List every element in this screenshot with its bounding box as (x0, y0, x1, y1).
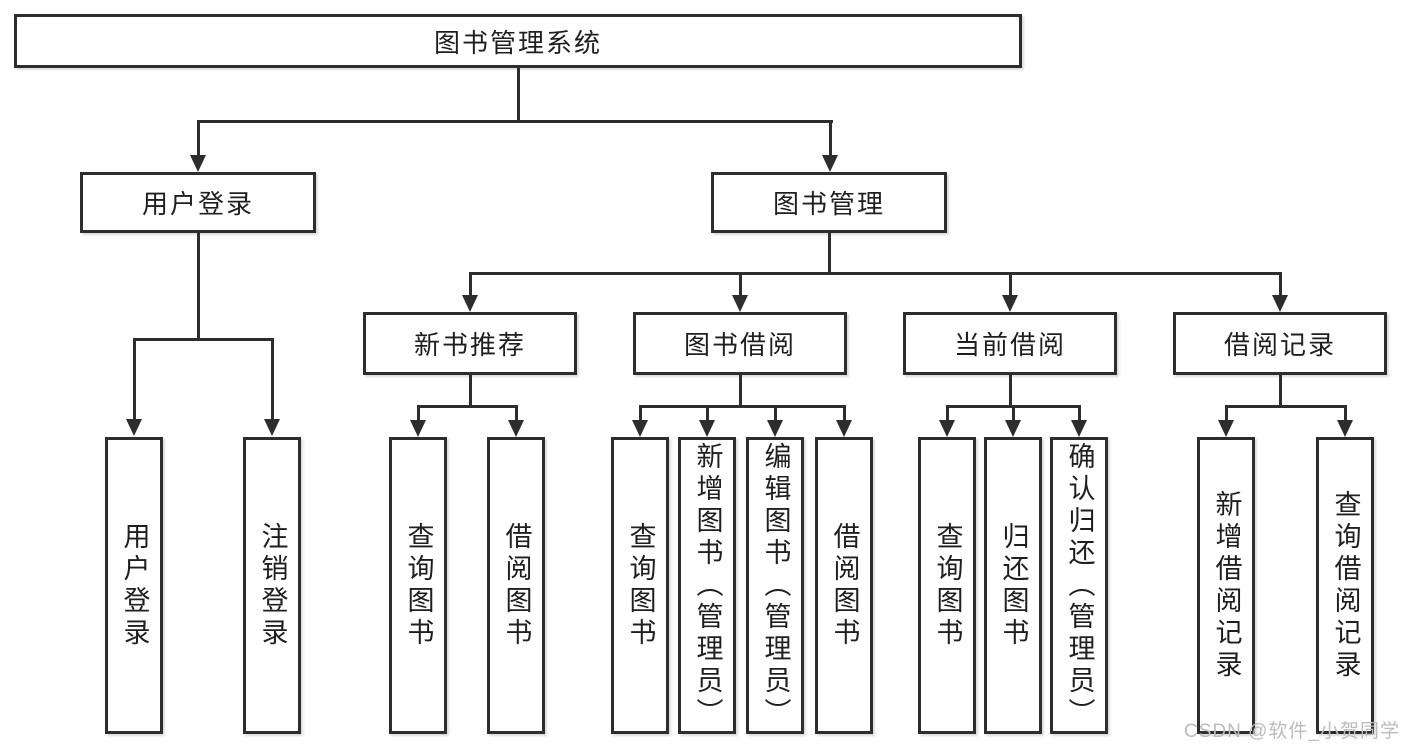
connector-leaf-stem-cb1 (946, 405, 949, 421)
leaf-bb-borrow-book: 借阅图书 (815, 437, 873, 734)
leaf-br-add-record: 新增借阅记录 (1197, 437, 1255, 734)
node-user-login: 用户登录 (80, 172, 316, 233)
node-root: 图书管理系统 (14, 14, 1022, 68)
node-borrow-records-label: 借阅记录 (1223, 330, 1336, 360)
leaf-bb-search-book: 查询图书 (611, 437, 669, 734)
leaf-br-search-record: 查询借阅记录 (1316, 437, 1374, 734)
connector-level3-stem-3 (1009, 272, 1012, 298)
leaf-bb-borrow-book-label: 借阅图书 (829, 521, 860, 650)
node-current-borrow-label: 当前借阅 (953, 330, 1066, 360)
leaf-user-login: 用户登录 (105, 437, 163, 734)
connector-book-borrow-stem (739, 375, 742, 405)
node-user-login-label: 用户登录 (141, 189, 254, 219)
node-root-label: 图书管理系统 (433, 27, 602, 58)
arrowhead-current-borrow (1002, 295, 1018, 312)
leaf-cb-confirm-return-admin-label: 确认归还（管理员） (1064, 441, 1095, 730)
leaf-cb-return-book: 归还图书 (984, 437, 1042, 734)
arrowhead-leaf-cb3 (1071, 420, 1087, 437)
connector-leaf-stem-cb2 (1012, 405, 1015, 421)
connector-level2-hline (197, 120, 833, 123)
connector-borrow-records-stem (1279, 375, 1282, 405)
arrowhead-leaf-br2 (1337, 420, 1353, 437)
connector-borrow-records-hline (1225, 405, 1346, 408)
node-current-borrow: 当前借阅 (903, 312, 1117, 375)
connector-user-login-stem (197, 233, 200, 338)
leaf-cb-return-book-label: 归还图书 (998, 521, 1029, 650)
leaf-nb-borrow-book-label: 借阅图书 (501, 521, 532, 650)
arrowhead-leaf-cb2 (1005, 420, 1021, 437)
connector-level3-stem-2 (739, 272, 742, 298)
arrowhead-leaf-br1 (1218, 420, 1234, 437)
arrowhead-leaf-login1 (126, 419, 142, 436)
connector-book-borrow-hline (639, 405, 846, 408)
node-borrow-records: 借阅记录 (1173, 312, 1387, 375)
connector-new-book-stem (469, 375, 472, 405)
node-new-book-label: 新书推荐 (413, 330, 526, 360)
leaf-nb-borrow-book: 借阅图书 (487, 437, 545, 734)
leaf-bb-add-book-admin: 新增图书（管理员） (678, 437, 736, 734)
arrowhead-leaf-login2 (264, 419, 280, 436)
leaf-bb-edit-book-admin-label: 编辑图书（管理员） (760, 441, 791, 730)
leaf-cb-search-book: 查询图书 (918, 437, 976, 734)
leaf-cb-search-book-label: 查询图书 (932, 521, 963, 650)
node-book-management: 图书管理 (711, 172, 947, 233)
arrowhead-new-book (462, 295, 478, 312)
leaf-nb-search-book: 查询图书 (389, 437, 447, 734)
leaf-logout-label: 注销登录 (257, 521, 288, 650)
arrowhead-book-borrow (732, 295, 748, 312)
connector-leaf-stem-bb1 (639, 405, 642, 421)
connector-new-book-hline (417, 405, 518, 408)
connector-root-stem (517, 68, 520, 120)
connector-leaf-stem-login2 (271, 338, 274, 420)
connector-leaf-stem-bb3 (774, 405, 777, 421)
connector-level3-hline (469, 272, 1282, 275)
node-book-borrow: 图书借阅 (633, 312, 847, 375)
connector-leaf-stem-login1 (133, 338, 136, 420)
connector-level2-stem-left (197, 120, 200, 158)
connector-level2-stem-right (829, 120, 832, 158)
node-book-management-label: 图书管理 (772, 189, 885, 219)
arrowhead-leaf-bb2 (699, 420, 715, 437)
arrowhead-leaf-bb1 (632, 420, 648, 437)
arrowhead-book-management (822, 155, 838, 172)
arrowhead-leaf-bb4 (836, 420, 852, 437)
connector-level3-stem-4 (1279, 272, 1282, 298)
leaf-bb-search-book-label: 查询图书 (625, 521, 656, 650)
connector-current-borrow-stem (1009, 375, 1012, 405)
arrowhead-leaf-cb1 (939, 420, 955, 437)
leaf-bb-add-book-admin-label: 新增图书（管理员） (692, 441, 723, 730)
connector-leaf-stem-br1 (1225, 405, 1228, 421)
arrowhead-user-login (190, 155, 206, 172)
arrowhead-leaf-bb3 (767, 420, 783, 437)
connector-leaf-stem-bb4 (843, 405, 846, 421)
leaf-nb-search-book-label: 查询图书 (403, 521, 434, 650)
leaf-br-add-record-label: 新增借阅记录 (1211, 489, 1242, 682)
leaf-user-login-label: 用户登录 (119, 521, 150, 650)
connector-leaf-stem-br2 (1344, 405, 1347, 421)
leaf-br-search-record-label: 查询借阅记录 (1330, 489, 1361, 682)
connector-level3-stem-1 (469, 272, 472, 298)
node-book-borrow-label: 图书借阅 (683, 330, 796, 360)
connector-leaf-stem-nb1 (417, 405, 420, 421)
connector-user-login-hline (133, 338, 274, 341)
leaf-bb-edit-book-admin: 编辑图书（管理员） (746, 437, 804, 734)
connector-book-management-stem (828, 233, 831, 272)
connector-leaf-stem-nb2 (515, 405, 518, 421)
leaf-cb-confirm-return-admin: 确认归还（管理员） (1050, 437, 1108, 734)
connector-leaf-stem-bb2 (706, 405, 709, 421)
arrowhead-borrow-records (1272, 295, 1288, 312)
arrowhead-leaf-nb1 (410, 420, 426, 437)
leaf-logout: 注销登录 (243, 437, 301, 734)
node-new-book: 新书推荐 (363, 312, 577, 375)
arrowhead-leaf-nb2 (508, 420, 524, 437)
connector-leaf-stem-cb3 (1078, 405, 1081, 421)
csdn-watermark: CSDN @软件_小贺同学 (1184, 721, 1400, 742)
